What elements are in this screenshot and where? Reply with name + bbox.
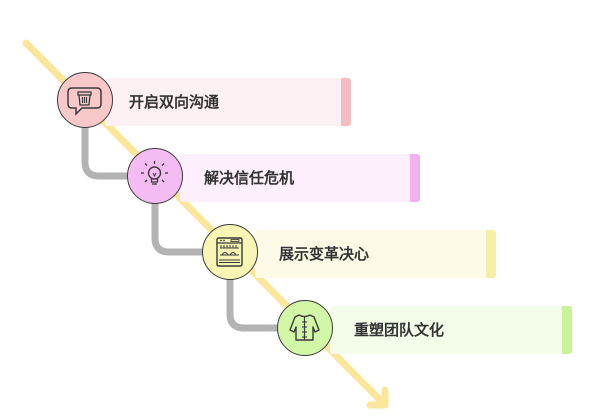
step-card-3: 展示变革决心 (255, 230, 496, 278)
step-label: 展示变革决心 (279, 245, 370, 263)
step-label: 解决信任危机 (204, 169, 295, 187)
step-node-1 (57, 72, 113, 128)
jacket-icon (289, 314, 320, 341)
step-label: 重塑团队文化 (354, 321, 445, 339)
step-card-2: 解决信任危机 (180, 154, 420, 202)
trash-can-icon (67, 87, 102, 116)
step-label: 开启双向沟通 (129, 93, 220, 111)
step-node-3 (202, 224, 258, 280)
step-card-tab (410, 154, 420, 202)
step-node-2 (127, 148, 183, 204)
lightbulb-icon (141, 161, 168, 185)
step-connectors (81, 124, 281, 332)
step-card-tab (562, 306, 572, 354)
step-connector (151, 200, 206, 256)
step-card-4: 重塑团队文化 (330, 306, 572, 354)
step-connector (81, 124, 131, 180)
step-card-tab (341, 78, 351, 126)
diagonal-arrow-head (366, 386, 389, 409)
step-node-4 (277, 300, 333, 356)
step-card-1: 开启双向沟通 (105, 78, 351, 126)
dishwasher-icon (216, 237, 243, 267)
step-card-tab (486, 230, 496, 278)
step-connector (226, 276, 281, 332)
